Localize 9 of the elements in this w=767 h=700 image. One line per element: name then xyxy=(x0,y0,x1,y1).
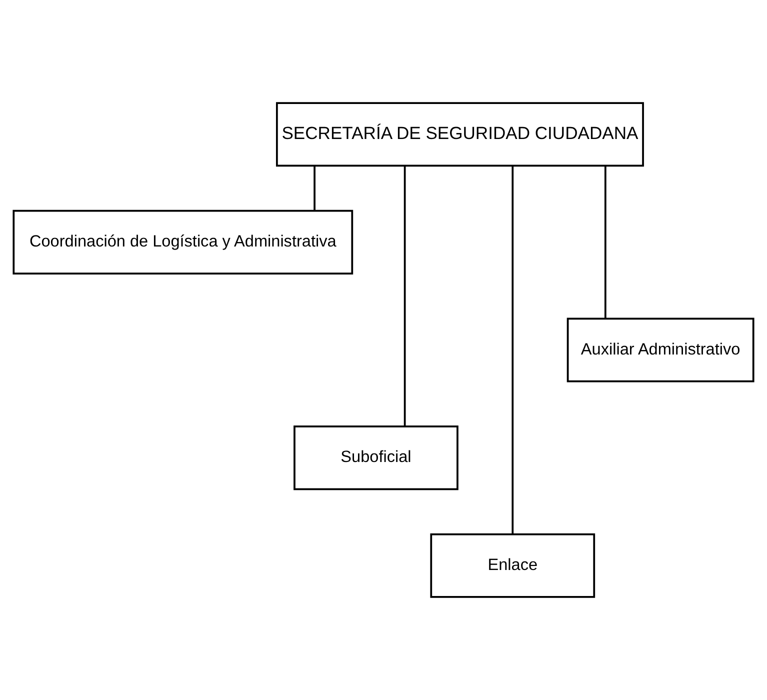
node-box: SECRETARÍA DE SEGURIDAD CIUDADANA xyxy=(276,102,644,167)
node-box: Auxiliar Administrativo xyxy=(566,318,754,382)
connector xyxy=(604,166,606,319)
node-box: Enlace xyxy=(430,533,596,598)
node-box: Coordinación de Logística y Administrativa xyxy=(12,210,354,274)
connector xyxy=(512,166,514,534)
connector xyxy=(404,166,406,426)
node-box: Suboficial xyxy=(294,426,458,490)
connector xyxy=(314,166,316,211)
